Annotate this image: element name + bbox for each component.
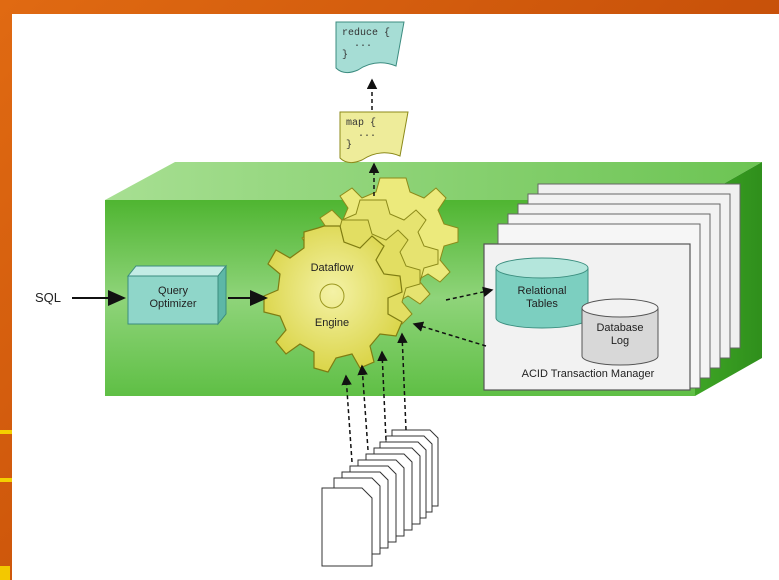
slide-accent-top — [0, 430, 12, 434]
gear-front — [263, 225, 403, 373]
database-log-cylinder — [581, 298, 659, 366]
slide-accent-corner — [0, 566, 10, 580]
doc-to-engine-arrow-4 — [397, 332, 408, 431]
relational-tables-cylinder — [495, 257, 589, 329]
reduce-code: reduce { ... } — [342, 28, 391, 61]
database-log-label: Database Log — [596, 322, 644, 347]
query-optimizer-box — [126, 264, 228, 326]
acid-manager-label: ACID Transaction Manager — [521, 368, 655, 380]
engine-to-tables-arrow — [445, 286, 494, 301]
doc-to-engine-arrow-1 — [341, 374, 353, 463]
doc-to-engine-arrow-3 — [377, 350, 388, 441]
map-code: map { ... } — [346, 118, 377, 151]
sql-label: SQL — [34, 290, 61, 305]
reduce-document — [335, 21, 405, 74]
dataflow-label: Dataflow — [310, 262, 354, 274]
input-document-stack — [321, 429, 439, 567]
relational-tables-label: Relational Tables — [517, 285, 567, 310]
engine-label: Engine — [314, 317, 350, 329]
dataflow-engine-gears — [263, 177, 459, 373]
map-document — [339, 111, 409, 164]
acid-to-engine-arrow — [412, 321, 487, 347]
query-optimizer-label: Query Optimizer — [149, 285, 197, 310]
slide-accent-bottom — [0, 478, 12, 482]
doc-to-engine-arrow-2 — [357, 364, 369, 451]
